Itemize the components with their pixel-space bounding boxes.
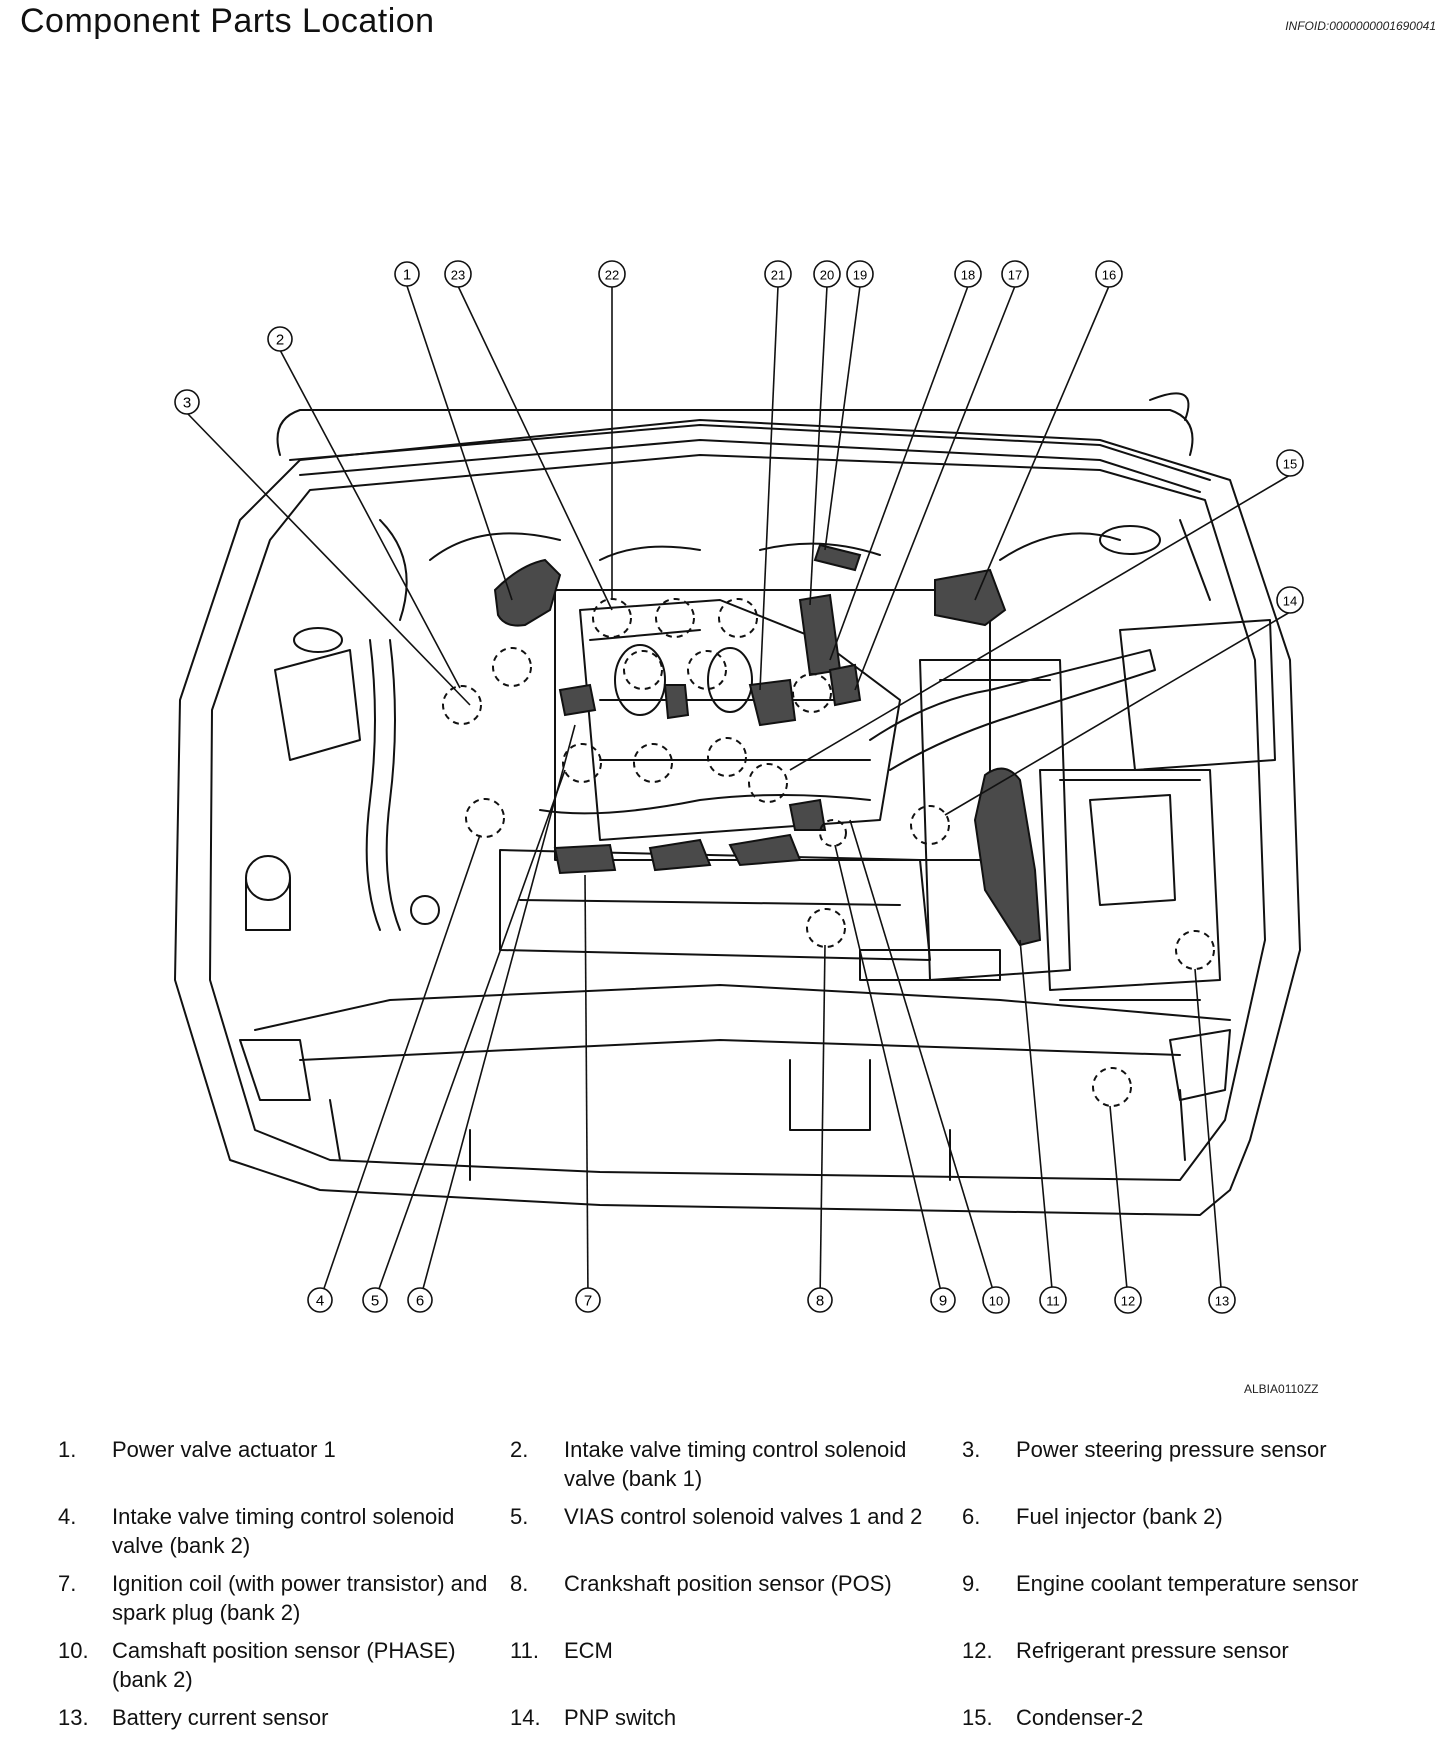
callout-6: 6 xyxy=(407,1287,433,1313)
legend-label: Crankshaft position sensor (POS) xyxy=(564,1571,892,1596)
legend-number: 6. xyxy=(962,1504,981,1529)
legend-number: 15. xyxy=(962,1705,993,1730)
legend-number: 14. xyxy=(510,1705,541,1730)
callout-1-label: 1 xyxy=(403,267,411,284)
callout-2-label: 2 xyxy=(276,332,284,349)
legend-number: 9. xyxy=(962,1571,981,1596)
legend-number: 10. xyxy=(58,1638,89,1663)
legend-number: 13. xyxy=(58,1705,89,1730)
callout-16: 16 xyxy=(1095,260,1123,288)
document-id: INFOID:0000000001690041 xyxy=(1285,19,1436,33)
legend-label: Camshaft position sensor (PHASE) (bank 2… xyxy=(112,1638,456,1692)
legend-number: 7. xyxy=(58,1571,77,1596)
legend-number: 3. xyxy=(962,1437,981,1462)
callout-19-label: 19 xyxy=(853,268,867,283)
callout-9: 9 xyxy=(930,1287,956,1313)
callout-11-label: 11 xyxy=(1046,1294,1060,1309)
legend-label: Power valve actuator 1 xyxy=(112,1437,336,1462)
callout-23: 23 xyxy=(444,260,472,288)
legend-number: 2. xyxy=(510,1437,529,1462)
legend-label: PNP switch xyxy=(564,1705,677,1730)
location-circle-1 xyxy=(492,647,532,687)
ecm-shape xyxy=(973,767,1042,947)
callout-12-label: 12 xyxy=(1121,1294,1135,1309)
legend-number: 11. xyxy=(510,1638,539,1663)
callout-3-label: 3 xyxy=(183,395,191,412)
legend-label: VIAS control solenoid valves 1 and 2 xyxy=(564,1504,923,1529)
legend-number: 8. xyxy=(510,1571,529,1596)
callout-17-label: 17 xyxy=(1008,268,1022,283)
callout-6-label: 6 xyxy=(416,1293,424,1310)
callout-20: 20 xyxy=(813,260,841,288)
callout-16-label: 16 xyxy=(1102,268,1116,283)
callout-22-label: 22 xyxy=(605,268,619,283)
legend-number: 1. xyxy=(58,1437,77,1462)
callout-21: 21 xyxy=(764,260,792,288)
callout-13: 13 xyxy=(1208,1286,1236,1314)
legend-label: ECM xyxy=(564,1638,613,1663)
callout-7: 7 xyxy=(575,1287,601,1313)
callout-18-label: 18 xyxy=(961,268,975,283)
callout-15-label: 15 xyxy=(1283,457,1297,472)
legend-label: Condenser-2 xyxy=(1016,1705,1144,1730)
callout-4-label: 4 xyxy=(316,1293,324,1310)
page-title: Component Parts Location xyxy=(20,2,435,40)
callout-10-label: 10 xyxy=(989,1294,1003,1309)
callout-20-label: 20 xyxy=(820,268,834,283)
legend-number: 4. xyxy=(58,1504,77,1529)
callout-18: 18 xyxy=(954,260,982,288)
legend-label: Fuel injector (bank 2) xyxy=(1016,1504,1223,1529)
callout-12: 12 xyxy=(1114,1286,1142,1314)
callout-markers: 1 2 3 4 5 6 7 8 9 10 11 12 13 14 15 16 1… xyxy=(174,260,1304,1314)
callout-23-label: 23 xyxy=(451,268,465,283)
callout-11: 11 xyxy=(1039,1286,1067,1314)
legend-label: Engine coolant temperature sensor xyxy=(1016,1571,1359,1596)
ignition-coil-left xyxy=(553,843,617,875)
legend-label: Refrigerant pressure sensor xyxy=(1016,1638,1289,1663)
location-circle-2 xyxy=(442,685,482,725)
legend-label: Power steering pressure sensor xyxy=(1016,1437,1327,1462)
callout-22: 22 xyxy=(598,260,626,288)
callout-9-label: 9 xyxy=(939,1293,947,1310)
callout-4: 4 xyxy=(307,1287,333,1313)
callout-2: 2 xyxy=(267,326,293,352)
callout-5: 5 xyxy=(362,1287,388,1313)
callout-14: 14 xyxy=(1276,586,1304,614)
callout-15: 15 xyxy=(1276,449,1304,477)
callout-21-label: 21 xyxy=(771,268,785,283)
vehicle-body-outline xyxy=(174,419,1301,1216)
callout-13-label: 13 xyxy=(1215,1294,1229,1309)
figure-code: ALBIA0110ZZ xyxy=(1244,1382,1319,1396)
callout-19: 19 xyxy=(846,260,874,288)
legend-label: Ignition coil (with power transistor) an… xyxy=(112,1571,488,1625)
callout-1: 1 xyxy=(394,261,420,287)
legend-number: 12. xyxy=(962,1638,993,1663)
legend-label: Intake valve timing control solenoid val… xyxy=(112,1504,455,1558)
callout-5-label: 5 xyxy=(371,1293,379,1310)
callout-14-label: 14 xyxy=(1283,594,1297,609)
legend-label: Battery current sensor xyxy=(112,1705,329,1730)
callout-8: 8 xyxy=(807,1287,833,1313)
callout-17: 17 xyxy=(1001,260,1029,288)
callout-7-label: 7 xyxy=(584,1293,592,1310)
callout-10: 10 xyxy=(982,1286,1010,1314)
legend-number: 5. xyxy=(510,1504,529,1529)
legend-label: Intake valve timing control solenoid val… xyxy=(564,1437,907,1491)
power-valve-actuator-shape xyxy=(493,558,562,627)
callout-3: 3 xyxy=(174,389,200,415)
callout-8-label: 8 xyxy=(816,1293,824,1310)
